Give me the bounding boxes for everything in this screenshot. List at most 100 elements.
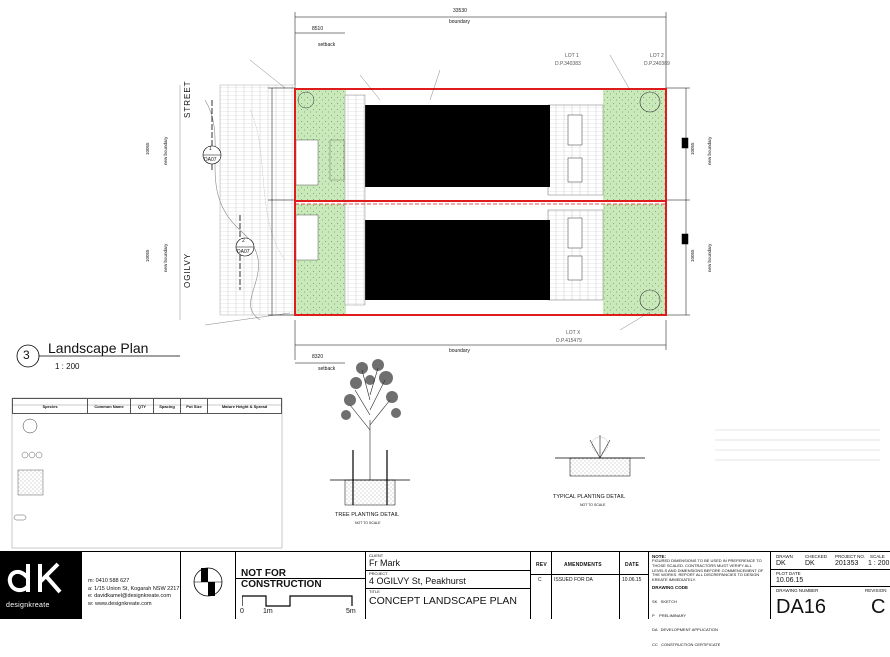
drawn-value: DK [776,560,786,567]
plan-number: 3 [23,348,30,362]
dim-setback-bottom: 8320 [312,354,324,360]
street-zone [179,84,296,321]
dim-setback-top: 8510 [312,26,324,32]
amendments-cell: REV AMENDMENTS DATE C ISSUED FOR DA 10.0… [530,552,649,619]
area-schedule-lines [715,429,880,461]
email: e: davidkamel@designkreate.com [88,593,171,599]
website: w: www.designkreate.com [88,600,152,607]
amendments-header: AMENDMENTS [564,562,602,568]
tree-canopy-3 [297,91,315,109]
notes-cell: NOTE: FIGURED DIMENSIONS TO BE USED IN P… [648,552,770,647]
new-boundary-left-2: new boundary [163,243,168,272]
front-planter-2 [295,214,319,261]
title-block: designkreate m: 0410 588 627 a: 1/15 Uni… [0,551,890,647]
schedule-header: QTY [130,398,154,414]
bottom-dimension [294,320,667,364]
boundary-bottom: boundary [449,348,470,354]
new-boundary-right-1: new boundary [707,136,712,165]
section-marker-1 [202,100,222,170]
schedule-header: Common Name [87,398,131,414]
section-1-num: 1 [209,146,212,152]
ogilvy-label: OGILVY [183,252,192,288]
amendment-date: 10.06.15 [622,577,642,583]
drawing-code-label: DRAWING CODE [652,584,688,590]
scale-value: 1 : 200 [868,560,890,567]
lot-boundary [294,88,667,316]
dim-top: 33530 [453,8,467,14]
title-label: TITLE [369,589,380,594]
schedule-header: Pot Size [180,398,208,414]
not-for-construction: NOT FOR CONSTRUCTION [241,568,322,590]
north-arrow-cell [180,552,235,619]
scale-bar [242,595,353,607]
typical-detail-scale: NOT TO SCALE [580,503,606,507]
tree-detail-title: TREE PLANTING DETAIL [335,512,400,518]
scale-bar-5m: 5m [346,608,356,615]
project-label: PROJECT [369,571,388,576]
setback-bottom: setback [318,366,336,372]
dk-logo-icon [7,562,62,594]
section-marker-2 [235,215,255,290]
new-boundary-left-1: new boundary [163,136,168,165]
lot-bottom: LOT X [566,330,581,336]
scale-bar-1m: 1m [263,608,273,615]
section-2-num: 2 [242,238,245,244]
date-header: DATE [625,562,640,568]
street-label: STREET [183,80,192,118]
contact-details: m: 0410 588 627 a: 1/15 Union St, Kogara… [88,578,179,608]
section-1-ref: DA07 [204,157,217,163]
lot-top-2: LOT 2 [650,53,664,59]
top-dimension [294,12,667,90]
company-logo: designkreate [0,552,82,619]
new-boundary-right-2: new boundary [707,243,712,272]
lot-top-1: LOT 1 [565,53,579,59]
project-no-label: PROJECT NO. [835,554,866,559]
typical-detail-title: TYPICAL PLANTING DETAIL [553,494,626,500]
outdoor-furniture [567,114,583,281]
client-name: Fr Mark [369,558,400,568]
drawing-info-cell: DRAWN DK CHECKED DK PROJECT NO. 201353 S… [770,552,890,619]
plan-scale: 1 : 200 [55,362,80,371]
schedule-header: Mature Height & Spread [207,398,282,414]
dim-left-1: 10055 [145,142,150,155]
checked-value: DK [805,560,815,567]
construction-cell: NOT FOR CONSTRUCTION 0 1m 5m [235,552,366,619]
plot-date-label: PLOT DATE [776,571,801,576]
right-dimensions [666,87,690,316]
schedule-header: Spacing [153,398,181,414]
project-cell: CLIENT Fr Mark PROJECT 4 OGILVY St, Peak… [365,552,531,619]
amendment-rev: C [538,577,542,583]
callout-leaders [204,54,651,331]
tree-planting-detail [330,359,410,506]
typical-planting-detail [555,435,645,477]
logo-text: designkreate [6,602,50,609]
tree-canopy-1 [639,91,661,113]
setback-top: setback [318,42,336,48]
drawn-label: DRAWN [776,554,793,559]
lot-bottom-dp: D.P.415479 [556,338,582,344]
rear-lawn-1 [603,90,665,200]
dwelling-1 [362,105,550,187]
boundary-top: boundary [449,19,470,25]
note-text: FIGURED DIMENSIONS TO BE USED IN PREFERE… [652,558,764,583]
plan-number-marker [16,344,180,368]
project-name: 4 OGILVY St, Peakhurst [369,576,466,586]
drawing-number: DA16 [776,596,827,618]
amendment-text: ISSUED FOR DA [554,577,593,583]
rev-header: REV [536,562,547,568]
scale-label: SCALE [870,554,885,559]
left-dimensions [268,87,295,316]
drawing-number-label: DRAWING NUMBER [776,588,819,593]
plant-schedule-table: Species Common Name QTY Spacing Pot Size… [12,398,282,414]
rear-lawn-2 [603,204,665,314]
note-label: NOTE: [652,554,666,559]
address: a: 1/15 Union St, Kogarah NSW 2217 [88,585,180,592]
landscape-plan-drawing [11,12,880,549]
north-arrow-icon [193,567,223,597]
dim-right-2: 10055 [690,249,695,262]
plant-schedule-graphics [11,397,283,549]
scale-bar-0: 0 [240,608,244,615]
client-label: CLIENT [369,553,384,558]
plot-date-value: 10.06.15 [776,577,804,584]
schedule-header: Species [12,398,88,414]
